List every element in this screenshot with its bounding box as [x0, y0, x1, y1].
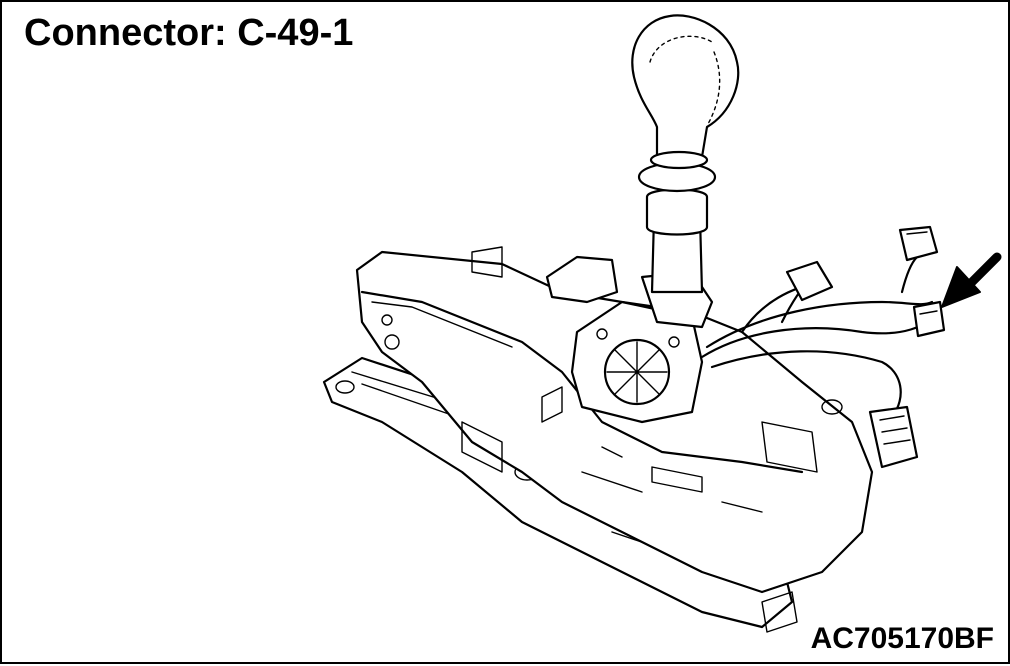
connector-title: Connector: C-49-1 [24, 12, 354, 54]
figure-code: AC705170BF [810, 622, 994, 655]
harness-connectors [785, 225, 939, 469]
shift-lever [637, 161, 717, 294]
connector-c-49-1 [912, 300, 946, 338]
shifter-housing [355, 246, 874, 633]
pointer-arrow-icon [941, 252, 1002, 308]
shift-knob [631, 14, 740, 170]
